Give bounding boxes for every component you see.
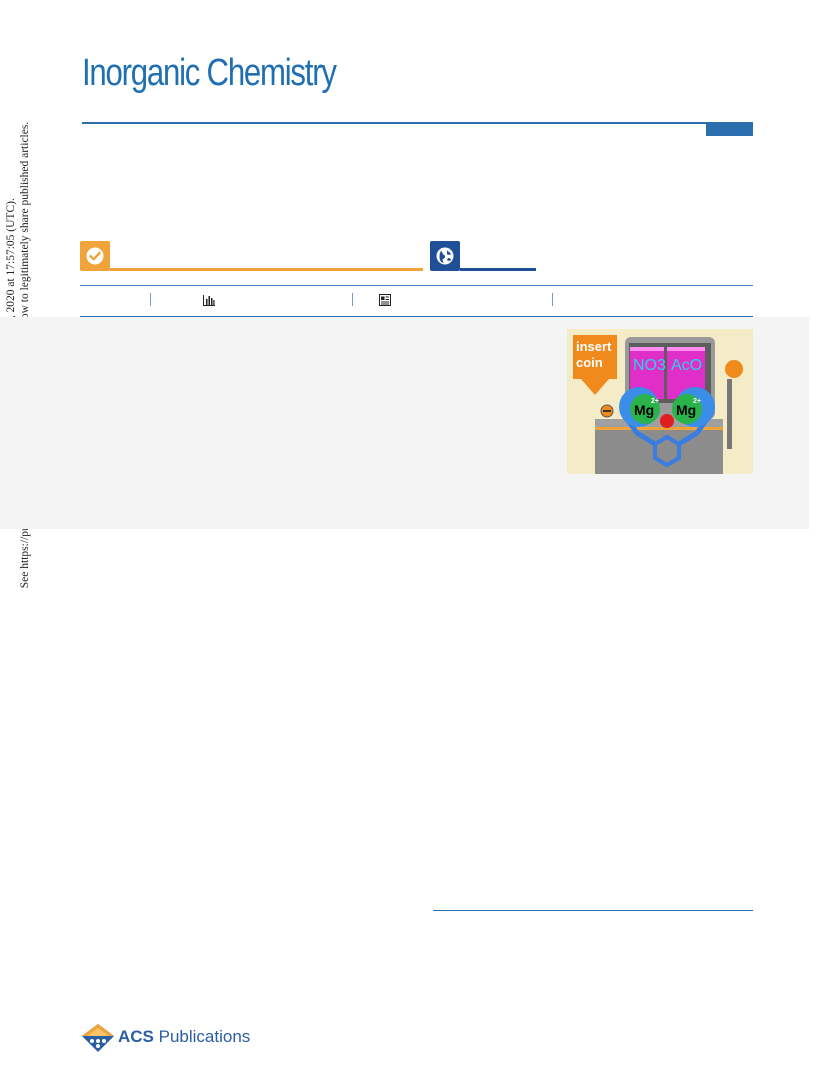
footnote-rule — [433, 910, 753, 911]
globe-icon — [436, 247, 454, 265]
metrics-divider — [150, 293, 151, 306]
reel-left-label: NO3 — [633, 357, 666, 374]
article-recommendations-icon[interactable] — [379, 294, 391, 306]
cite-check-badge[interactable] — [80, 241, 110, 271]
metrics-divider — [552, 293, 553, 306]
header-rule — [82, 122, 753, 124]
acs-wordmark-bold: ACS — [118, 1027, 154, 1046]
acs-publications-wordmark[interactable]: ACS Publications — [118, 1027, 250, 1047]
ion-right-charge: 2+ — [693, 398, 701, 405]
ion-left-charge: 2+ — [651, 398, 659, 405]
checkmark-icon — [86, 247, 104, 265]
header-tab — [706, 122, 753, 136]
check-badge-underline — [110, 268, 423, 271]
metrics-chart-icon[interactable] — [203, 294, 215, 306]
toc-graphic: NO3 AcO insert coin Mg 2+ Mg 2+ — [567, 329, 753, 474]
ion-right-label: Mg — [676, 402, 696, 418]
acs-logo-icon[interactable] — [80, 1022, 116, 1054]
metrics-divider — [352, 293, 353, 306]
insert-label: insert — [576, 339, 612, 354]
globe-badge-underline — [460, 268, 536, 271]
journal-title: Inorganic Chemistry — [82, 52, 337, 94]
open-access-badge[interactable] — [430, 241, 460, 271]
slot-machine-illustration: NO3 AcO insert coin Mg 2+ Mg 2+ — [573, 335, 743, 474]
reel-right-label: AcO — [671, 357, 702, 374]
coin-label: coin — [576, 355, 603, 370]
ion-left-label: Mg — [634, 402, 654, 418]
acs-wordmark-rest: Publications — [153, 1027, 251, 1046]
metrics-bar-top-rule — [80, 285, 753, 286]
